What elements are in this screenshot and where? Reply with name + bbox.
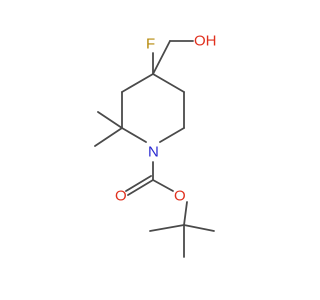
bond-carbonyl-double-a <box>127 179 154 196</box>
bond-n-c2 <box>121 127 147 143</box>
carbonyl-oxygen-label: O <box>115 188 127 205</box>
bond-ester-o-tbu <box>183 201 188 226</box>
bond-tbu-methyl-right <box>183 224 215 232</box>
bond-c2-methyl-b <box>94 127 123 147</box>
bond-c6-n <box>159 127 185 143</box>
bond-c4-ch2 <box>152 40 171 75</box>
bond-c2-methyl-a <box>97 111 123 129</box>
bond-layer <box>94 40 215 258</box>
bond-c4-c5 <box>152 73 185 93</box>
ester-oxygen-label: O <box>174 188 186 205</box>
bond-c3-c4 <box>121 73 154 93</box>
bond-tbu-methyl-left <box>149 224 185 232</box>
atom-label-layer: F OH N O O <box>115 33 217 205</box>
hydroxyl-group-label: OH <box>194 33 217 50</box>
molecule-structure-diagram: F OH N O O <box>94 33 217 258</box>
fluorine-atom-label: F <box>146 36 155 53</box>
nitrogen-atom-label: N <box>148 144 159 161</box>
bond-carbonyl-double-b <box>125 175 152 192</box>
bond-carbonyl-ester-o <box>152 179 174 192</box>
